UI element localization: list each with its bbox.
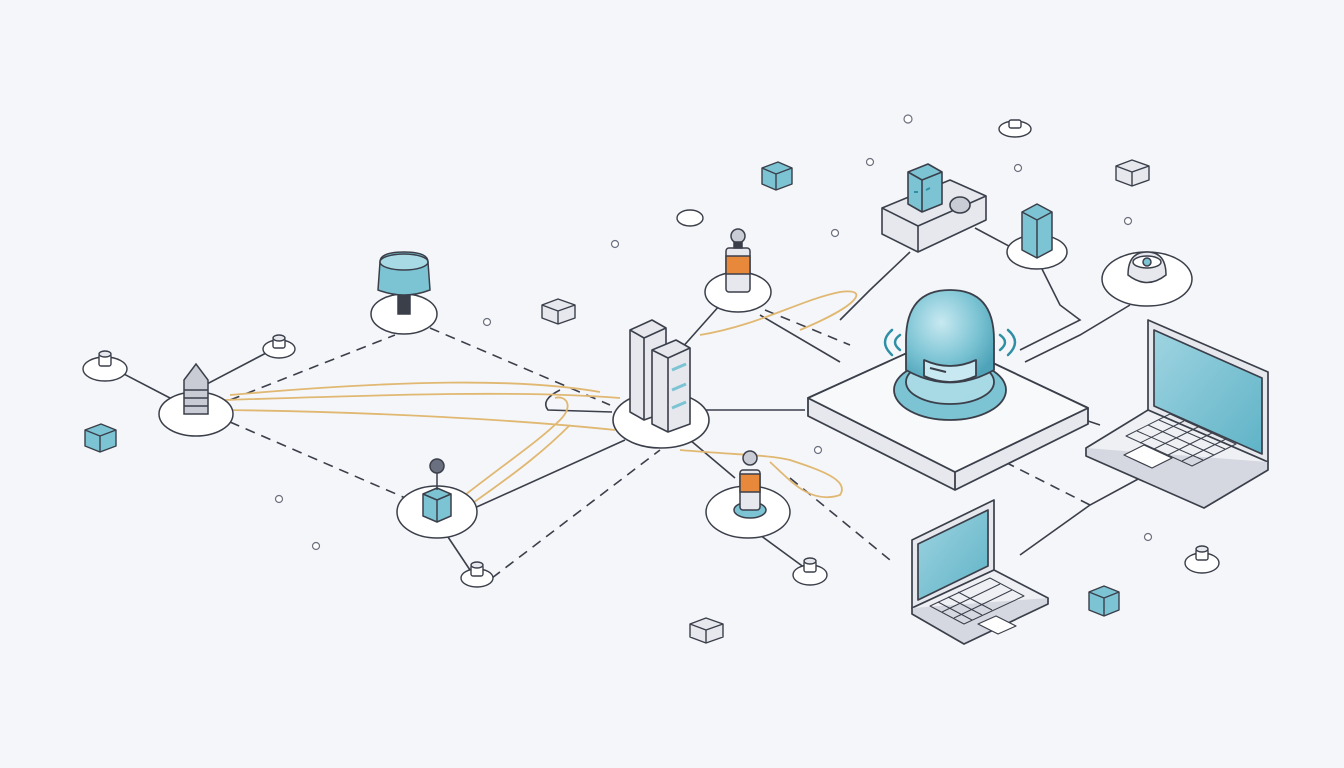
pedestal-node-icon [82,350,128,382]
dot [482,317,492,327]
pedestal-node-icon [262,334,296,359]
beacon-icon [725,228,751,293]
dot [274,494,284,504]
laptop-icon [911,499,1049,645]
central-ai-hub[interactable] [807,289,1089,491]
link-hub-to-right [1004,461,1091,506]
router-cube[interactable] [1006,203,1068,270]
gold-link-1 [224,392,621,401]
laptop-large-trackpad [1123,444,1173,469]
laptop-large[interactable] [1085,319,1269,509]
gold-link-6 [699,290,858,336]
beacon-bottom[interactable] [705,450,791,539]
dot [610,239,620,249]
link-server-to-beacon-bottom [689,439,736,479]
link-beacon-bottom-to-small [759,534,806,569]
joystick-node[interactable] [396,458,478,539]
base-station[interactable] [881,163,987,253]
link-tower-to-joystick [229,421,411,501]
sensor-dome[interactable] [1101,251,1193,307]
laptop-icon [1085,319,1269,509]
gold-link-2 [224,409,616,431]
lamp-node[interactable] [370,251,438,335]
scatter-dots [274,114,1153,551]
gray-cube-icon [541,298,576,325]
sensor-icon [1127,251,1167,284]
laptop-small-trackpad [977,615,1017,635]
beacon-icon [733,450,767,519]
teal-cube-icon [84,423,117,453]
pedestal-node-icon [1184,545,1220,574]
console-icon [881,163,987,253]
laptop-small-keyboard [929,577,1025,625]
tower-icon [183,362,209,415]
dot [813,445,823,455]
signal-waves-icon [883,328,1017,357]
dot [1123,216,1133,226]
link-joystick-to-bottom [491,449,661,579]
link-beacon-top-to-hub-2 [759,314,841,363]
dot [1143,532,1153,542]
cube-icon [1021,203,1053,259]
dot [903,114,913,124]
lamp-icon [377,251,431,315]
link-server-loop [544,389,613,413]
server-rack[interactable] [612,319,710,449]
gray-cube-icon [1115,159,1150,187]
gold-link-5 [469,424,571,506]
link-sensor-to-hub [1024,304,1131,363]
small-pedestals [82,119,1220,588]
gold-link-3 [229,381,601,396]
floating-cubes [84,159,1150,644]
beacon-top[interactable] [704,228,772,313]
link-small-left2-to-tower [204,351,269,386]
link-hub-to-laptop-small-2 [1019,477,1141,556]
dot [311,541,321,551]
tower-node[interactable] [158,362,234,437]
link-router-to-hub [1019,264,1082,351]
dot [1013,163,1023,173]
link-beacon-top-to-hub [764,309,851,346]
server-icon [629,319,691,433]
gold-link-4 [464,396,569,496]
dot [865,157,875,167]
pedestal-node-icon [792,557,828,586]
pedestal-node-icon [460,561,494,588]
teal-cube-icon [1088,585,1120,617]
pedestal-node-icon [676,209,704,227]
joystick-icon [422,458,452,523]
gray-cube-icon [689,617,724,644]
dome-hub-icon [893,289,1007,421]
link-small-left-to-tower [119,371,171,399]
laptop-small[interactable] [911,499,1049,645]
link-base-to-hub [839,251,911,321]
teal-cube-icon [761,161,793,191]
dot [830,228,840,238]
link-tower-to-lamp [229,334,396,401]
gold-links [224,290,858,506]
laptop-large-keyboard [1125,413,1237,467]
link-joystick-to-server [469,439,626,511]
pedestal-node-icon [998,119,1032,138]
